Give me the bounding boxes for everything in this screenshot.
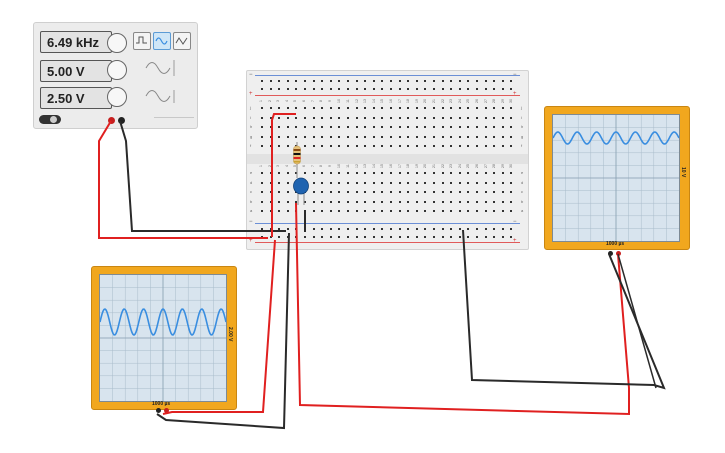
resistor[interactable] [293, 142, 301, 178]
square-wave-icon [136, 36, 147, 44]
left-scope-black-wire[interactable] [156, 232, 290, 430]
right-scope-black-wire[interactable] [462, 229, 666, 390]
row-letter: c [521, 189, 523, 194]
row-letter: f [250, 143, 252, 148]
row-letter: b [250, 198, 253, 204]
oscilloscope-left-screen [99, 274, 227, 402]
sine-wave-icon [155, 37, 168, 45]
amplitude-knob[interactable] [107, 60, 127, 80]
frequency-display: 6.49 kHz [40, 31, 112, 53]
oscilloscope-left-time-label: 1000 µs [152, 401, 171, 407]
top-rail-positive-line [255, 95, 520, 96]
left-scope-red-wire[interactable] [162, 239, 276, 415]
oscilloscope-right-trace [552, 131, 680, 145]
dc-offset-knob[interactable] [107, 87, 127, 107]
breadboard-red-jumper[interactable] [271, 113, 296, 237]
oscilloscope-left-positive-probe[interactable] [164, 408, 169, 413]
bottom-rail-positive-line [255, 242, 520, 243]
rail-minus-sign-bottom-right: − [513, 219, 517, 225]
row-letter: j [521, 105, 522, 110]
generator-black-wire[interactable] [119, 120, 286, 232]
rail-plus-sign-top-right: + [513, 91, 517, 97]
right-scope-loop-wire [617, 253, 657, 389]
function-generator: 6.49 kHz 5.00 V 2.50 V [33, 22, 198, 129]
oscilloscope-left-trace [99, 308, 227, 336]
row-letter: g [521, 133, 524, 139]
positive-terminal[interactable] [108, 117, 115, 124]
rail-minus-sign-top-left: − [249, 72, 253, 78]
generator-label-strip [154, 117, 194, 123]
oscilloscope-right-screen [552, 114, 680, 242]
row-letter: a [250, 208, 253, 213]
row-letter: i [521, 114, 522, 120]
row-letter: b [521, 198, 524, 204]
rail-plus-sign-bottom-left: + [249, 238, 253, 244]
right-scope-red-wire[interactable] [295, 202, 630, 416]
bottom-rail-negative-line [255, 223, 520, 224]
row-letter: d [521, 179, 524, 185]
oscilloscope-right-negative-probe[interactable] [608, 251, 613, 256]
row-letter: c [250, 189, 252, 194]
row-letter: e [250, 170, 253, 175]
row-letter: i [250, 114, 251, 120]
power-switch[interactable] [39, 115, 61, 124]
row-letter: a [521, 208, 524, 213]
oscilloscope-right-grid [552, 115, 680, 241]
row-letter: g [250, 133, 253, 139]
triangle-wave-button[interactable] [173, 32, 191, 50]
generator-red-wire[interactable] [98, 120, 268, 239]
triangle-wave-icon [175, 37, 188, 45]
row-letter: f [521, 143, 523, 148]
ceramic-capacitor[interactable] [293, 177, 309, 205]
oscilloscope-left-negative-probe[interactable] [156, 408, 161, 413]
frequency-knob[interactable] [107, 33, 127, 53]
rail-plus-sign-bottom-right: + [513, 238, 517, 244]
row-letter: h [521, 124, 524, 129]
amplitude-wave-indicator [145, 60, 175, 76]
oscilloscope-left-grid [99, 275, 227, 401]
square-wave-button[interactable] [133, 32, 151, 50]
oscilloscope-right[interactable]: 1000 µs 10 V [544, 106, 690, 256]
top-rail-negative-line [255, 75, 520, 76]
negative-terminal[interactable] [118, 117, 125, 124]
sine-wave-button[interactable] [153, 32, 171, 50]
rail-minus-sign-top-right: − [513, 72, 517, 78]
rail-plus-sign-top-left: + [249, 91, 253, 97]
row-letter: d [250, 179, 253, 185]
breadboard-center-channel [247, 154, 528, 164]
row-letter: j [250, 105, 251, 110]
oscilloscope-left[interactable]: 1000 µs 2.00 V [91, 266, 237, 413]
oscilloscope-right-time-label: 1000 µs [606, 241, 625, 247]
row-letter: e [521, 170, 524, 175]
oscilloscope-right-positive-probe[interactable] [616, 251, 621, 256]
offset-wave-indicator [145, 90, 175, 103]
rail-minus-sign-bottom-left: − [249, 219, 253, 225]
row-letter: h [250, 124, 253, 129]
dc-offset-display: 2.50 V [40, 87, 112, 109]
